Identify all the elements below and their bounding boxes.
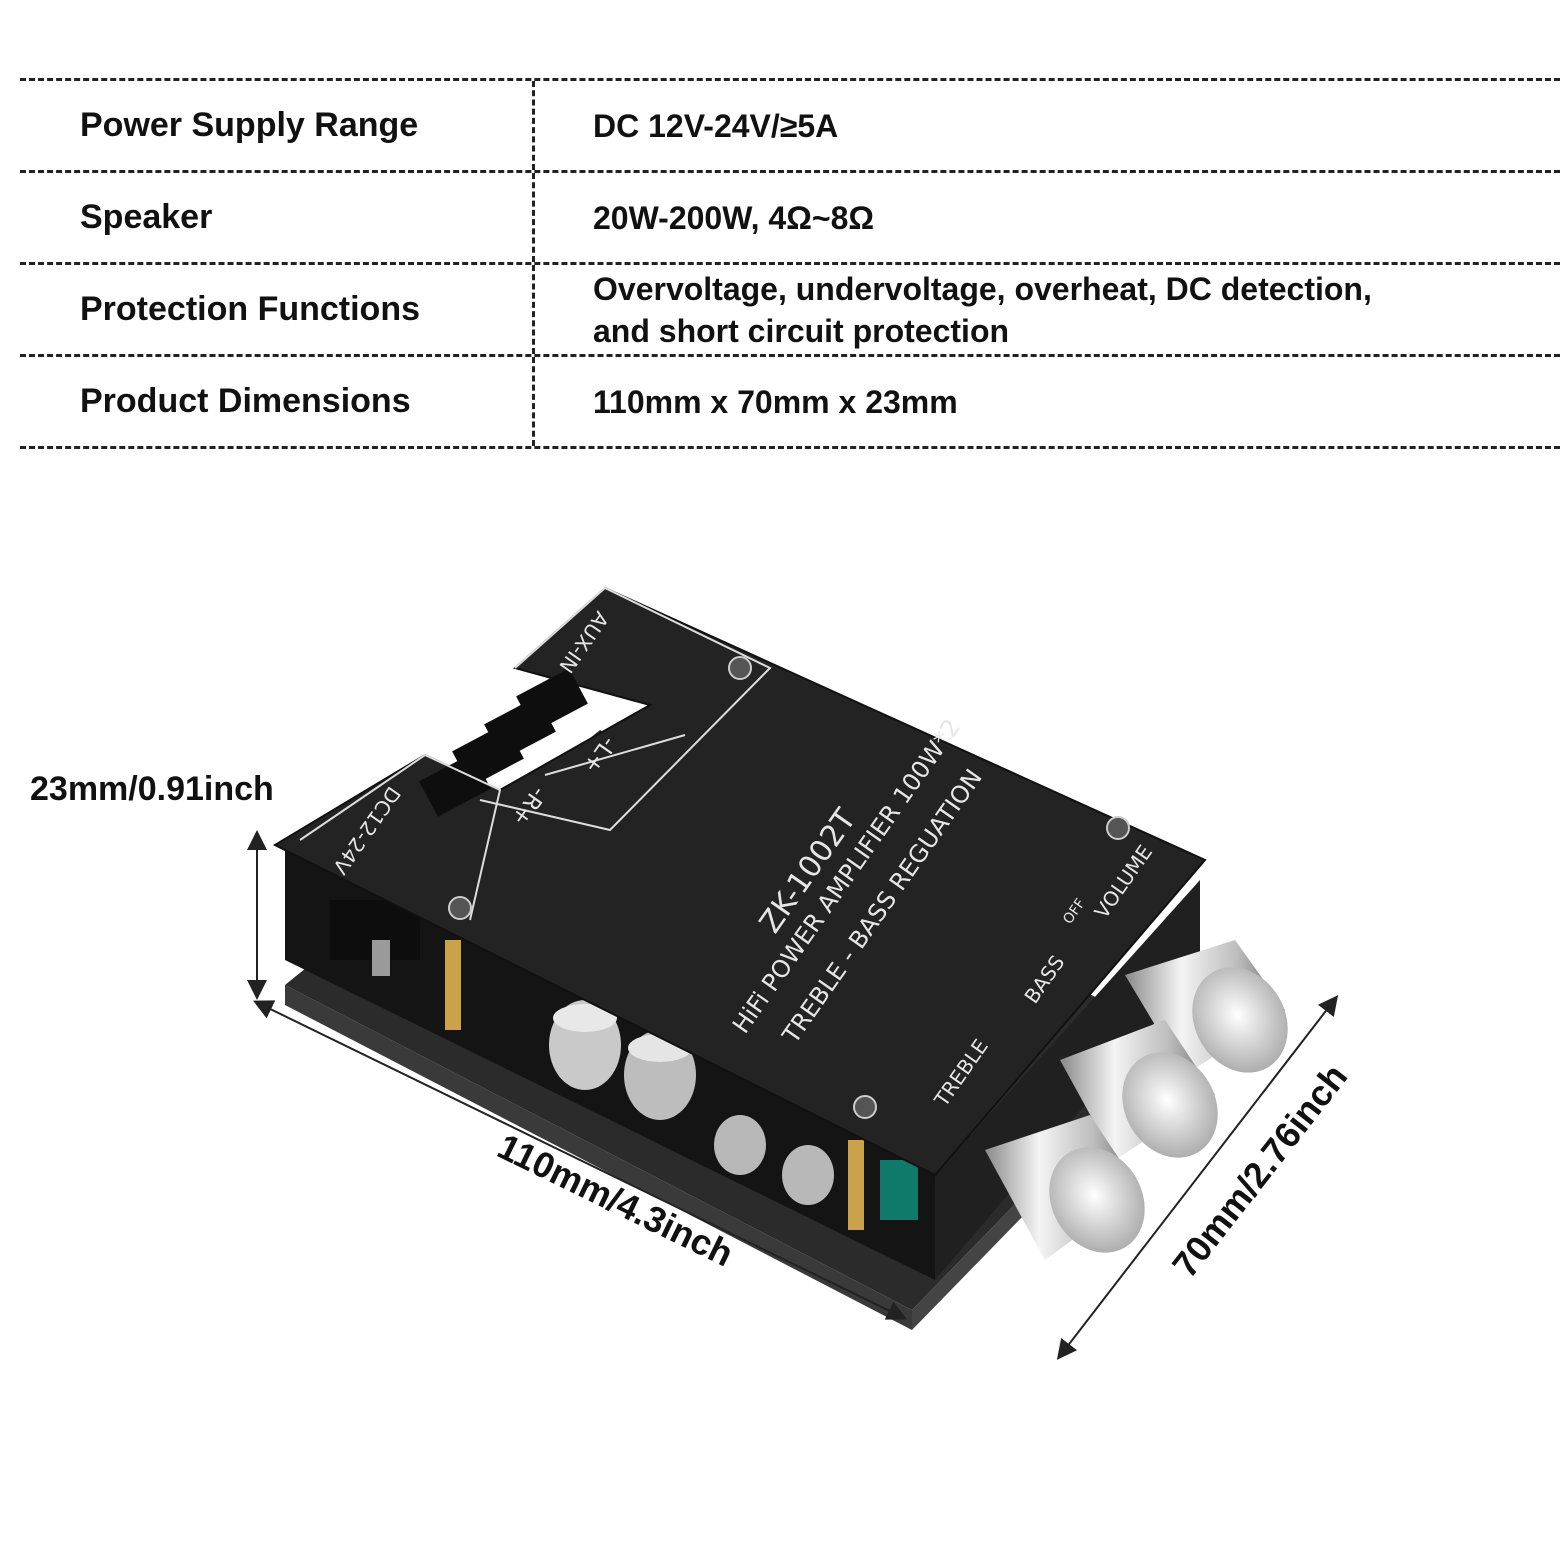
spec-value-line: Overvoltage, undervoltage, overheat, DC … bbox=[593, 270, 1372, 307]
spec-value: Overvoltage, undervoltage, overheat, DC … bbox=[535, 268, 1372, 352]
product-figure: ZK-1002T HiFi POWER AMPLIFIER 100W*2 TRE… bbox=[30, 586, 1355, 1360]
length-arrow bbox=[253, 1000, 907, 1320]
spec-label: Protection Functions bbox=[20, 265, 535, 354]
spec-value: 20W-200W, 4Ω~8Ω bbox=[593, 199, 875, 236]
spec-row-protection: Protection Functions Overvoltage, underv… bbox=[20, 265, 1560, 357]
spec-value-line: and short circuit protection bbox=[593, 312, 1010, 349]
spec-label: Product Dimensions bbox=[20, 357, 535, 446]
spec-row-power: Power Supply Range DC 12V-24V/≥5A bbox=[20, 81, 1560, 173]
width-arrow bbox=[1056, 995, 1339, 1360]
spec-row-speaker: Speaker 20W-200W, 4Ω~8Ω bbox=[20, 173, 1560, 265]
spec-label: Power Supply Range bbox=[20, 81, 535, 170]
spec-label: Speaker bbox=[20, 173, 535, 262]
spec-value: DC 12V-24V/≥5A bbox=[593, 107, 839, 144]
spec-row-dimensions: Product Dimensions 110mm x 70mm x 23mm bbox=[20, 357, 1560, 449]
height-dimension-label: 23mm/0.91inch bbox=[30, 770, 274, 808]
top-panel bbox=[272, 586, 1207, 1177]
spec-value: 110mm x 70mm x 23mm bbox=[593, 383, 958, 420]
spec-table: Power Supply Range DC 12V-24V/≥5A Speake… bbox=[20, 78, 1560, 449]
